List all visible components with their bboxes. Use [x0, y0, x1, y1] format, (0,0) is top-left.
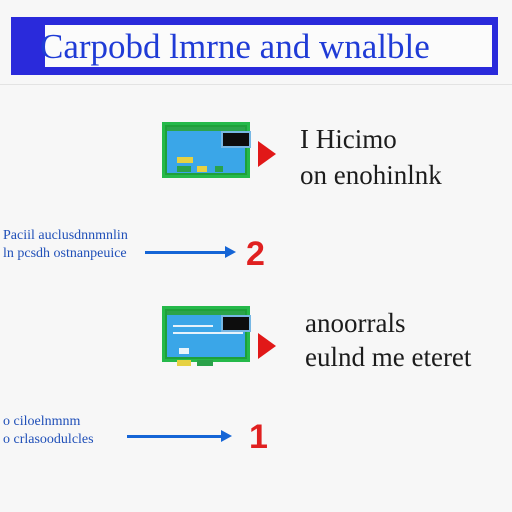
step-number-2: 2: [246, 235, 265, 273]
step-2-caption-line2: ln pcsdh ostnanpeuice: [3, 246, 127, 261]
card-bar: [177, 360, 191, 366]
blue-arrow-icon: [225, 246, 236, 258]
card-bar: [215, 166, 223, 172]
card-stripe: [167, 311, 245, 315]
blue-arrow-line: [145, 251, 227, 254]
card-face: [167, 311, 251, 366]
red-arrow-icon: [258, 141, 276, 167]
card-bar: [197, 360, 213, 366]
blue-arrow-line: [127, 435, 223, 438]
card-bar: [179, 348, 189, 354]
title-banner: [11, 17, 498, 75]
banner-title: Carpobd lmrne and wnalble: [40, 28, 430, 66]
step-top-title-line2: on enohinlnk: [300, 160, 442, 190]
step-1-caption-line1: o ciloelnmnm: [3, 414, 81, 429]
card-line: [173, 332, 243, 334]
card-icon-top: [162, 122, 251, 178]
step-top-title-line1: I Hicimo: [300, 124, 397, 154]
blue-arrow-icon: [221, 430, 232, 442]
card-bar: [177, 157, 193, 163]
card-bar: [177, 166, 191, 172]
step-bottom-title-line2: eulnd me eteret: [305, 342, 472, 372]
card-line: [173, 325, 213, 327]
card-icon-bottom: [162, 306, 251, 366]
step-1-caption-line2: o crlasoodulcles: [3, 432, 94, 447]
card-bar: [197, 166, 207, 172]
red-arrow-icon: [258, 333, 276, 359]
card-chip-icon: [221, 315, 251, 332]
divider: [0, 84, 512, 85]
card-face: [167, 127, 251, 173]
title-banner-inner: [45, 25, 492, 67]
step-2-caption-line1: Paciil auclusdnnmnlin: [3, 228, 128, 243]
step-bottom-title-line1: anoorrals: [305, 308, 406, 338]
card-stripe: [167, 127, 245, 131]
step-number-1: 1: [249, 418, 268, 456]
card-chip-icon: [221, 131, 251, 148]
